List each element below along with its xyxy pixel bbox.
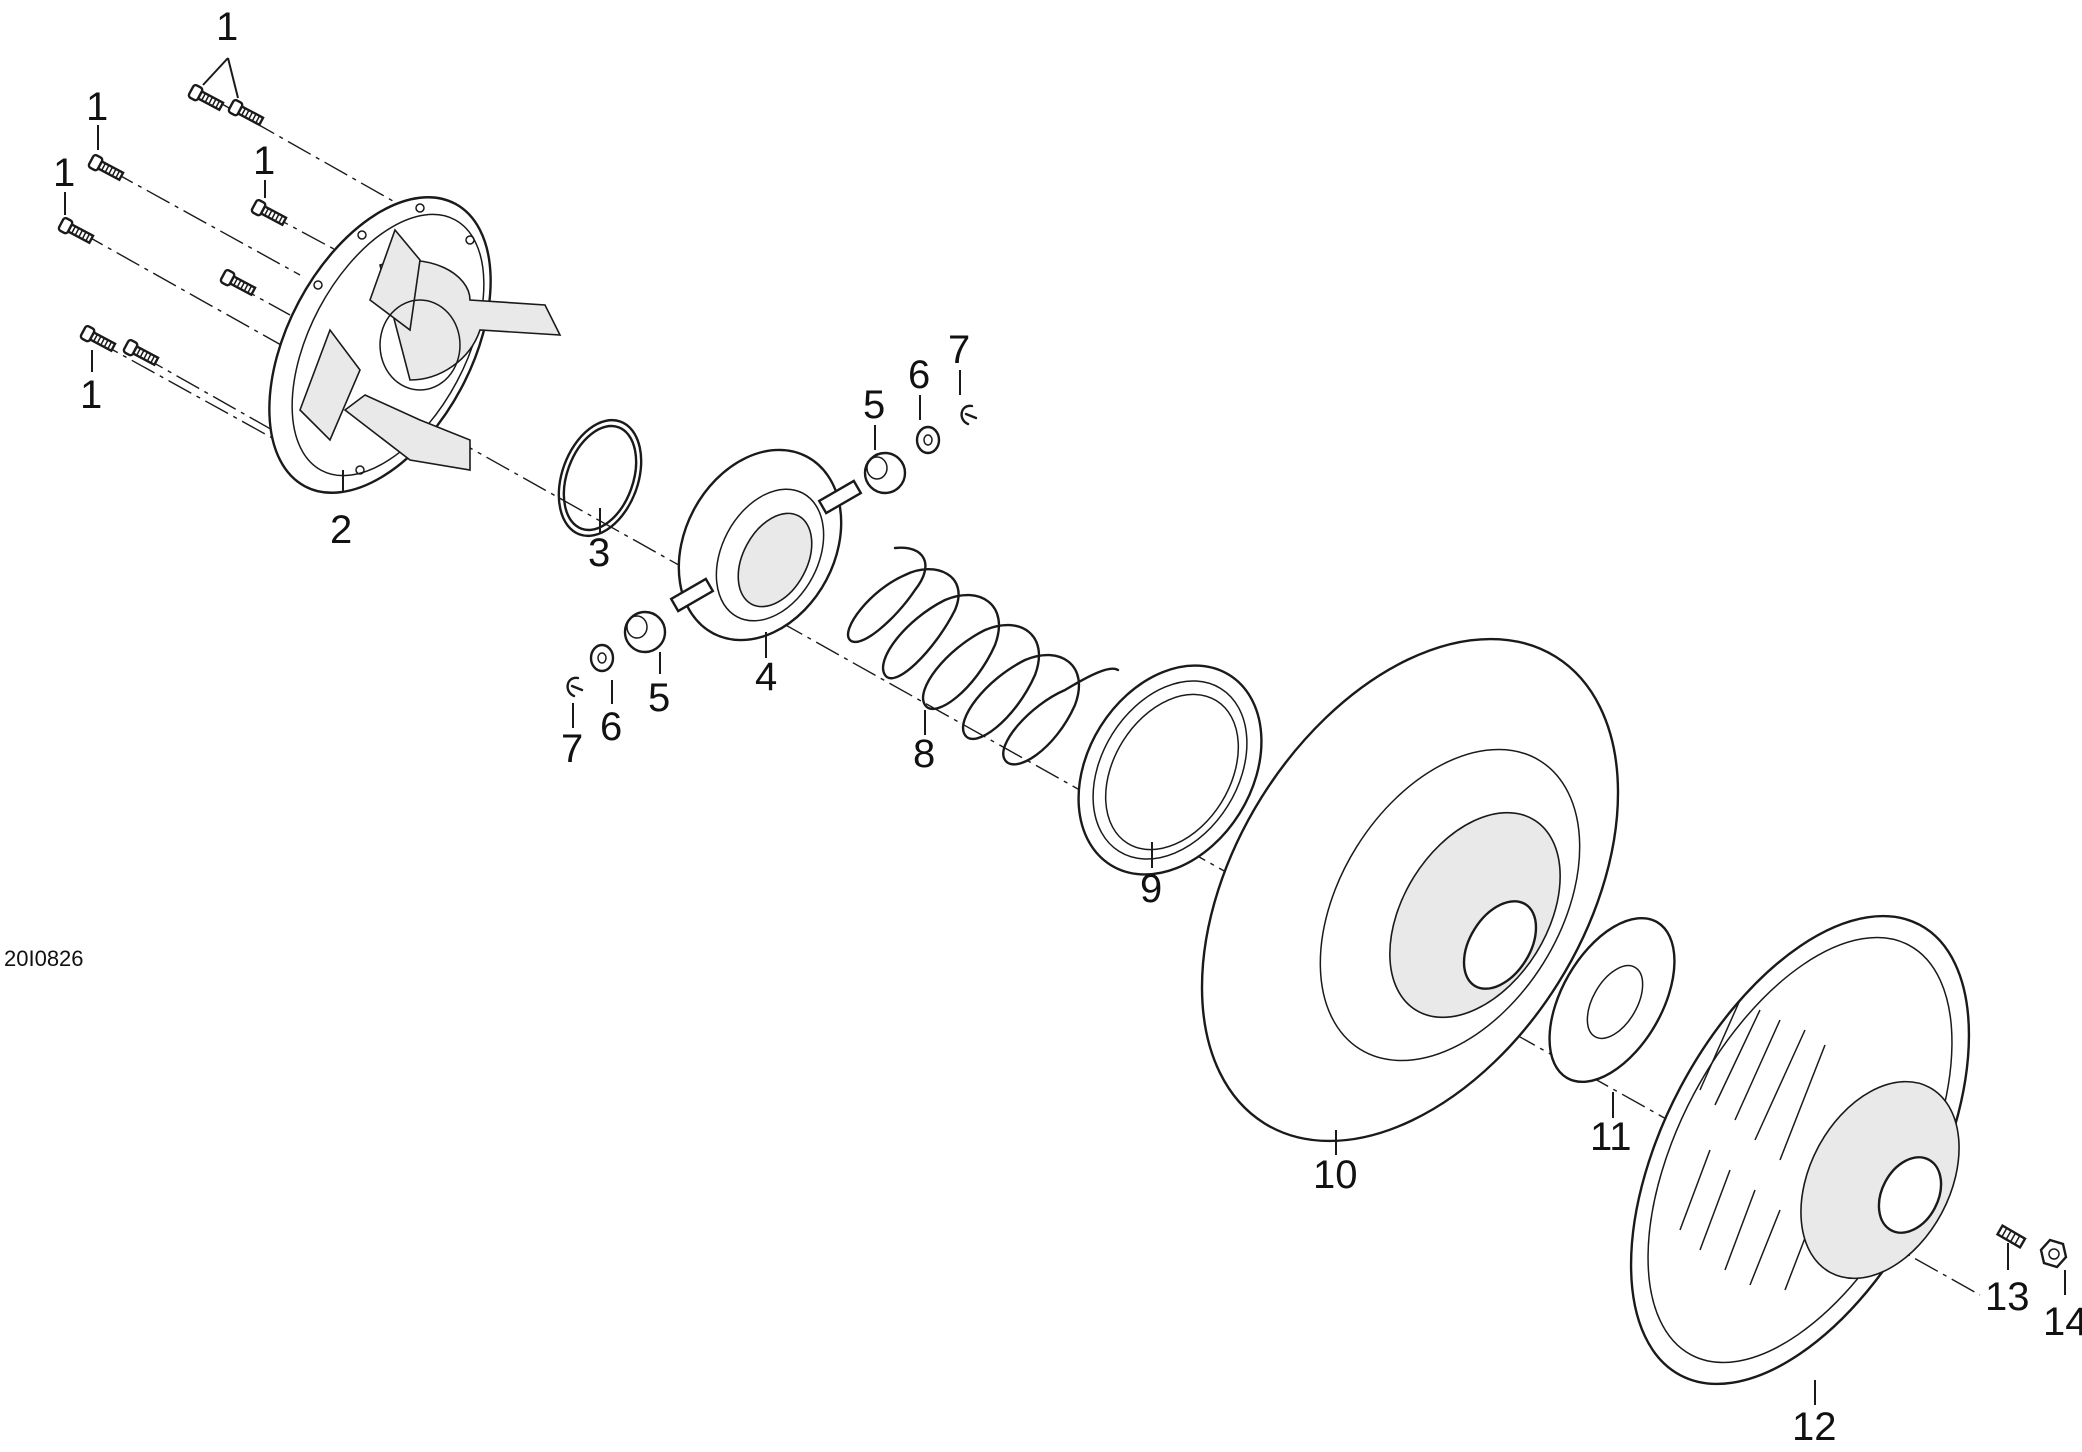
fixed-sheave: [1629, 914, 1971, 1386]
callout-1: 1: [53, 151, 75, 195]
screw-icon: [57, 216, 95, 245]
nut-icon: [2039, 1238, 2068, 1269]
callout-4: 4: [755, 655, 777, 699]
washer-upper: [915, 425, 941, 455]
callout-1: 1: [80, 373, 102, 417]
clip-lower: [566, 676, 584, 698]
callout-1: 1: [216, 5, 238, 49]
callout-7: 7: [948, 328, 970, 372]
set-screw-icon: [1995, 1224, 2027, 1249]
spider-assembly: [669, 448, 863, 642]
callout-1: 1: [253, 139, 275, 183]
screw-group: [57, 83, 288, 367]
figure-reference-code: 20I0826: [4, 946, 84, 971]
clip-upper: [960, 404, 978, 426]
screw-icon: [187, 83, 225, 112]
screw-icon: [250, 198, 288, 227]
callout-8: 8: [913, 732, 935, 776]
callout-5: 5: [648, 676, 670, 720]
callout-1: 1: [86, 85, 108, 129]
roller-upper: [863, 451, 907, 495]
callout-11: 11: [1590, 1115, 1632, 1159]
callout-5: 5: [863, 383, 885, 427]
callout-9: 9: [1140, 867, 1162, 911]
callout-7: 7: [561, 727, 583, 771]
roller-lower: [623, 610, 667, 654]
retaining-ring: [557, 418, 643, 538]
washer-lower: [589, 643, 615, 673]
spring: [847, 546, 1120, 766]
screw-icon: [79, 324, 117, 353]
screw-icon: [227, 98, 265, 127]
callout-10: 10: [1313, 1153, 1358, 1197]
callouts: 1 1 1 1 1 2 3 4 5 5 6 6 7 7 8 9 10 11 12…: [53, 5, 2082, 1449]
callout-3: 3: [588, 531, 610, 575]
callout-12: 12: [1792, 1405, 1837, 1449]
callout-14: 14: [2043, 1300, 2082, 1344]
leader-lines: [64, 57, 2066, 1405]
cover-plate: [268, 196, 562, 494]
screw-icon: [87, 153, 125, 182]
shim-washer: [1548, 916, 1676, 1084]
seal-ring: [1077, 664, 1263, 876]
movable-sheave: [1200, 637, 1620, 1143]
callout-6: 6: [908, 353, 930, 397]
screw-icon: [219, 268, 257, 297]
callout-2: 2: [330, 508, 352, 552]
callout-6: 6: [600, 705, 622, 749]
callout-13: 13: [1985, 1275, 2030, 1319]
screw-icon: [122, 338, 160, 367]
